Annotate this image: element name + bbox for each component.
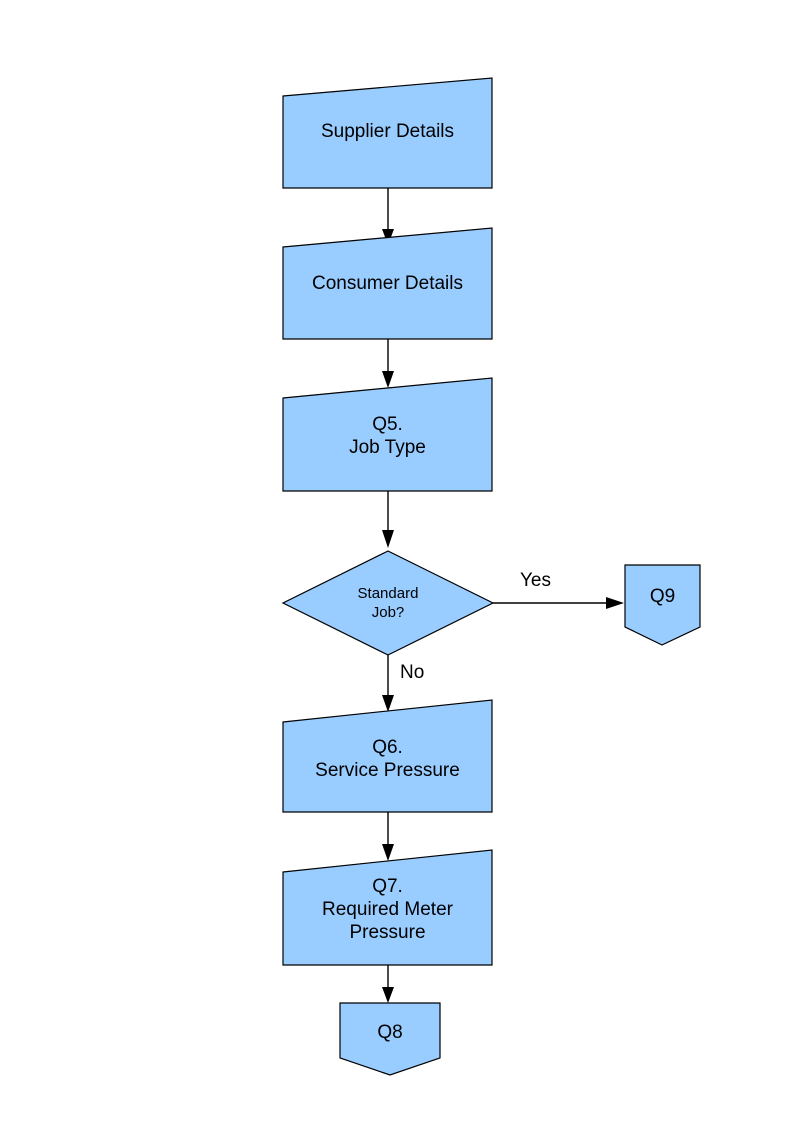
edge-label-yes: Yes (520, 570, 551, 591)
edge-consumer-to-q5 (382, 339, 394, 388)
node-q5-job-type-shape[interactable] (282, 377, 493, 492)
edge-q5-to-decision (382, 491, 394, 548)
node-q6-service-pressure-shape[interactable] (282, 699, 493, 813)
edge-label-no: No (400, 662, 425, 683)
edge-decision-no-to-q6 (382, 655, 394, 712)
node-supplier-details-shape[interactable] (282, 77, 493, 189)
edge-q6-to-q7 (382, 812, 394, 861)
node-consumer-details-shape[interactable] (282, 227, 493, 340)
node-standard-job-decision-shape[interactable] (281, 550, 495, 656)
edge-decision-yes-to-q9 (493, 597, 624, 609)
node-q7-required-meter-pressure-shape[interactable] (282, 849, 493, 966)
edge-supplier-to-consumer (382, 188, 394, 245)
node-q9-connector-shape[interactable] (624, 564, 701, 646)
edge-q7-to-q8 (382, 965, 394, 1003)
node-q8-connector-shape[interactable] (339, 1002, 441, 1076)
